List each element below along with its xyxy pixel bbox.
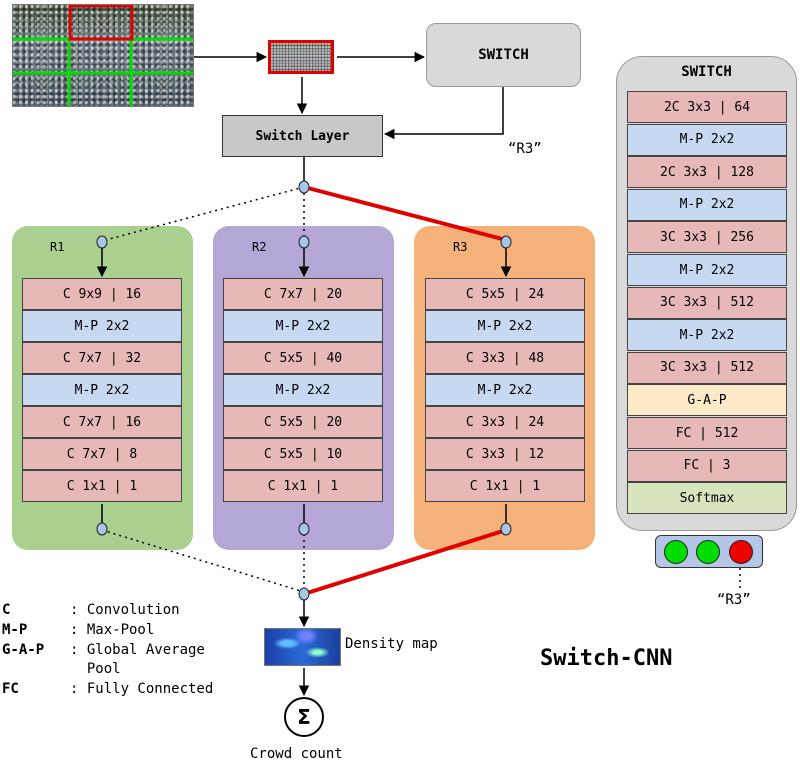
image-patch xyxy=(268,40,334,74)
switch-layer-box: Switch Layer xyxy=(222,115,383,157)
legend-row: FC : Fully Connected xyxy=(2,681,232,700)
light-r1-icon xyxy=(664,540,688,564)
layer-box-maxpool: M-P 2x2 xyxy=(425,374,585,406)
layer-box-maxpool: M-P 2x2 xyxy=(627,319,787,352)
switch-classifier-label: SWITCH xyxy=(478,47,529,63)
layer-box-maxpool: M-P 2x2 xyxy=(22,374,182,406)
layer-box-maxpool: M-P 2x2 xyxy=(627,254,787,286)
legend-key: FC xyxy=(2,681,19,698)
layer-box-conv: C 3x3 | 24 xyxy=(425,406,585,438)
layer-box-conv: C 9x9 | 16 xyxy=(22,278,182,310)
layer-box-maxpool: M-P 2x2 xyxy=(22,310,182,342)
layer-box-conv: C 5x5 | 10 xyxy=(223,438,383,470)
legend-row: C : Convolution xyxy=(2,602,232,621)
legend-value: : Fully Connected xyxy=(70,681,214,698)
light-r3-icon xyxy=(729,540,753,564)
legend-value: : Global Average xyxy=(70,641,205,658)
column-label-r1: R1 xyxy=(50,240,65,254)
legend-row: M-P : Max-Pool xyxy=(2,622,232,641)
density-map-label: Density map xyxy=(345,636,438,652)
legend-key: M-P xyxy=(2,621,28,638)
layer-box-conv: C 7x7 | 8 xyxy=(22,438,182,470)
layer-box-conv: C 1x1 | 1 xyxy=(22,470,182,502)
layer-box-conv: C 5x5 | 24 xyxy=(425,278,585,310)
patch-texture xyxy=(271,43,331,71)
layer-box-conv: 2C 3x3 | 64 xyxy=(627,91,787,123)
switch-output-lights xyxy=(655,535,763,568)
layer-box-conv: C 1x1 | 1 xyxy=(223,470,383,502)
diagram-brand: Switch-CNN xyxy=(540,646,673,671)
layer-box-softmax: Softmax xyxy=(627,482,787,515)
layer-box-conv: C 7x7 | 16 xyxy=(22,406,182,438)
layer-box-conv: FC | 3 xyxy=(627,449,787,482)
layer-box-conv: 3C 3x3 | 512 xyxy=(627,351,787,384)
switch-output-label: “R3” xyxy=(717,592,751,608)
layer-box-conv: C 3x3 | 48 xyxy=(425,342,585,374)
legend-row: G-A-P : Global Average xyxy=(2,642,232,661)
layer-box-conv: C 1x1 | 1 xyxy=(425,470,585,502)
layer-box-conv: 3C 3x3 | 256 xyxy=(627,221,787,254)
switch-classifier-box: SWITCH xyxy=(426,23,581,87)
crowd-texture xyxy=(13,5,193,106)
sum-icon: Σ xyxy=(284,697,324,737)
layer-box-maxpool: M-P 2x2 xyxy=(627,123,787,156)
column-label-r2: R2 xyxy=(252,240,267,254)
layer-box-conv: FC | 512 xyxy=(627,417,787,449)
layer-box-conv: C 7x7 | 32 xyxy=(22,342,182,374)
legend-key: G-A-P xyxy=(2,641,45,658)
column-label-r3: R3 xyxy=(453,240,468,254)
crowd-count-label: Crowd count xyxy=(250,746,343,762)
patch-grid xyxy=(13,5,193,106)
selected-patch-outline xyxy=(68,5,134,41)
layer-box-conv: 2C 3x3 | 128 xyxy=(627,156,787,189)
switch-network-title: SWITCH xyxy=(681,64,732,80)
layer-box-conv: C 5x5 | 40 xyxy=(223,342,383,374)
layer-box-maxpool: M-P 2x2 xyxy=(223,310,383,342)
switch-junction-node xyxy=(298,180,310,194)
switch-layer-label: Switch Layer xyxy=(255,128,350,144)
layer-box-maxpool: M-P 2x2 xyxy=(223,374,383,406)
layer-box-conv: 3C 3x3 | 512 xyxy=(627,286,787,319)
input-crowd-image xyxy=(12,4,194,107)
density-map-image xyxy=(264,628,341,666)
layer-box-conv: C 7x7 | 20 xyxy=(223,278,383,310)
light-r2-icon xyxy=(696,540,720,564)
layer-box-conv: C 3x3 | 12 xyxy=(425,438,585,470)
legend-row: Pool xyxy=(2,661,232,680)
legend-value: : Max-Pool xyxy=(70,621,155,638)
legend-key: C xyxy=(2,602,11,618)
layer-box-maxpool: M-P 2x2 xyxy=(627,188,787,221)
switch-feedback-arrow xyxy=(383,87,504,140)
sum-symbol: Σ xyxy=(297,705,311,729)
layer-box-conv: C 5x5 | 20 xyxy=(223,406,383,438)
layer-box-gap: G-A-P xyxy=(627,384,787,417)
layer-box-maxpool: M-P 2x2 xyxy=(425,310,585,342)
legend-value: Pool xyxy=(70,661,121,678)
legend-value: : Convolution xyxy=(70,602,180,618)
fusion-node xyxy=(298,587,310,601)
r3-feedback-label: “R3” xyxy=(508,141,542,157)
patch-grid-lines xyxy=(13,37,193,106)
